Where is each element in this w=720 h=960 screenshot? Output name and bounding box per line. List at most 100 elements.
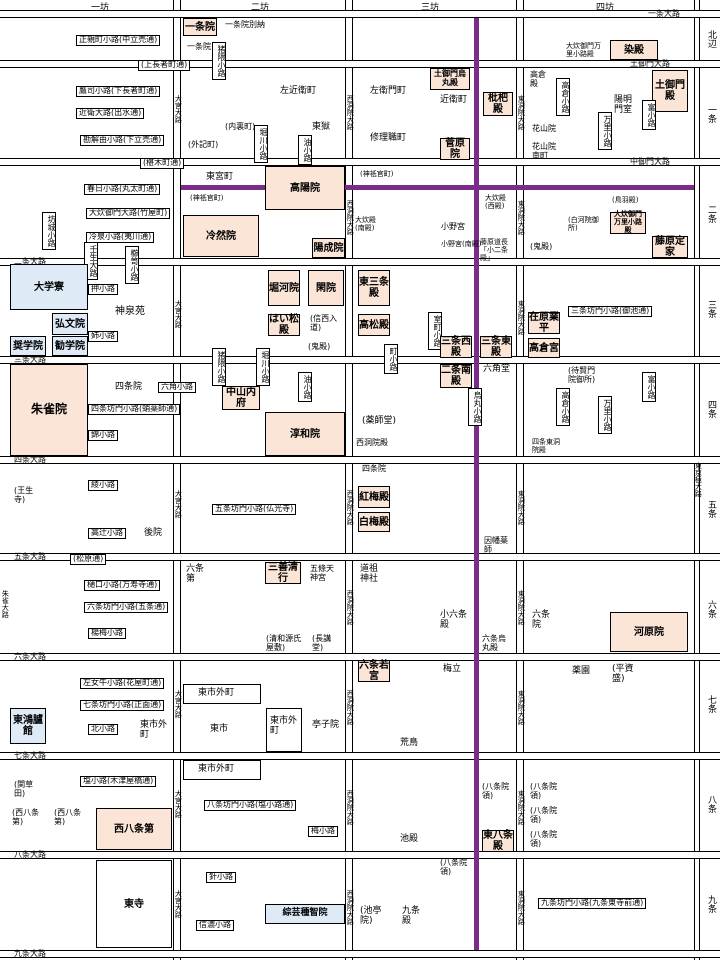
street-takakura-2: 高倉小路 <box>556 388 570 426</box>
palace-rokujo-wakamiya[interactable]: 六条若宮 <box>358 660 390 682</box>
palace-tsuchimikado-dono[interactable]: 土御門殿 <box>652 70 688 112</box>
palace-nishi-hachijo[interactable]: 西八条第 <box>96 808 172 850</box>
label-omiya-3: 大宮大路 <box>174 490 183 518</box>
palace-yozei[interactable]: 陽成院 <box>312 238 345 258</box>
gov-shogakuin[interactable]: 奨学院 <box>10 336 46 356</box>
label-rokujo-karasuma: 六条烏丸殿 <box>482 634 506 653</box>
gojo-avenue <box>0 553 720 561</box>
label-oinomikado: 大炊殿(西殿) <box>485 194 506 211</box>
palace-kayain[interactable]: 高陽院 <box>265 166 345 210</box>
label-dairi: (内裏町) <box>225 122 256 131</box>
street-kushige: 櫛笥小路 <box>125 246 139 284</box>
palace-sanjo-higashi[interactable]: 三条東殿 <box>480 336 512 358</box>
palace-ooimikado[interactable]: 大炊御門万里小路殿 <box>610 211 646 234</box>
palace-reizei[interactable]: 冷然院 <box>183 215 259 257</box>
palace-haikomatsu[interactable]: はい松殿 <box>268 314 300 336</box>
palace-higashi-hachijo[interactable]: 東八条殿 <box>482 830 514 852</box>
palace-kawara[interactable]: 河原院 <box>610 612 688 652</box>
palace-nijo-minami[interactable]: 二条南殿 <box>440 364 472 388</box>
label-gojo: 五条大路 <box>14 552 46 561</box>
label-gaimachi-3: 東市外町 <box>198 764 235 774</box>
palace-fujiwara-sadaie[interactable]: 藤原定家 <box>652 236 688 258</box>
label-hanayama-s: 花山院南町 <box>532 142 556 161</box>
kujo-avenue <box>0 950 720 958</box>
jo-label-1: 一条 <box>706 105 716 123</box>
palace-takamatsu[interactable]: 高松殿 <box>358 314 390 336</box>
jo-label-4: 四条 <box>706 400 716 418</box>
street-inokuma: 猪隈小路 <box>212 42 226 80</box>
bo-header-3: 三坊 <box>420 3 439 13</box>
label-hachijoin-5: (八条院領) <box>440 858 468 877</box>
palace-sanzen[interactable]: 三善清行 <box>265 562 301 584</box>
palace-sugawara[interactable]: 菅原院 <box>440 138 470 160</box>
palace-kanin[interactable]: 堀河院 <box>268 270 300 306</box>
street-hachijo-bomon: 八条坊門小路(塩小路通) <box>204 800 297 811</box>
gov-shugei[interactable]: 綜芸種智院 <box>265 904 345 924</box>
palace-kobai[interactable]: 紅梅殿 <box>358 486 390 508</box>
street-tomi: 富小路 <box>642 100 656 130</box>
street-yamamomo: 楊梅小路 <box>88 628 126 639</box>
label-tsuchimikado: 土御門大路 <box>630 59 670 68</box>
street-oshikoji: 押小路 <box>88 284 118 295</box>
shijo-avenue <box>0 456 720 464</box>
street-shichijo-bomon: 七条坊門小路(正面通) <box>80 700 165 711</box>
higashi-toin-street <box>516 0 524 960</box>
street-kita: 北小路 <box>88 724 118 735</box>
palace-horikawa[interactable]: 閑院 <box>308 270 344 306</box>
street-takakura: 高倉小路 <box>556 78 570 116</box>
palace-higashi-sanjo[interactable]: 東三条殿 <box>358 270 390 306</box>
palace-tsuchimikado-karasuma[interactable]: 土御門烏丸殿 <box>430 68 470 90</box>
palace-takakura[interactable]: 高倉宮 <box>528 338 560 358</box>
label-shijoin-2: 四条院 <box>362 464 386 473</box>
gov-kobunin[interactable]: 弘文院 <box>52 313 88 335</box>
bo-header-4: 四坊 <box>595 3 614 13</box>
block-higashi-gaimachi <box>183 684 261 704</box>
label-omiya-6: 大宮大路 <box>174 890 183 918</box>
palace-sanjo-nishi[interactable]: 三条西殿 <box>440 336 472 358</box>
street-kamichojamachi: (上長者町通) <box>138 60 191 71</box>
label-teishiin: 亭子院 <box>312 720 340 730</box>
tsuchimikado-avenue <box>0 60 720 68</box>
label-onomiya-s: 小野宮(南殿) <box>441 240 482 248</box>
label-nishitoin-3: 西洞院大路 <box>346 490 355 525</box>
label-goin: 後院 <box>144 528 163 538</box>
street-abura-2: 油小路 <box>298 372 312 402</box>
gov-kangakuin[interactable]: 勧学院 <box>52 336 88 356</box>
street-reizei: 冷泉小路(夷川通) <box>86 232 155 243</box>
gov-higashi-korokan[interactable]: 東鴻臚館 <box>10 708 46 744</box>
jo-label-0: 北辺 <box>706 30 716 48</box>
label-nakamikado: 中御門大路 <box>630 157 670 166</box>
street-rokkaku: 六角小路 <box>158 382 196 393</box>
street-muromachi: 室町小路 <box>428 312 442 350</box>
palace-hakubai[interactable]: 白梅殿 <box>358 512 390 532</box>
street-matsubara: (松原通) <box>70 554 107 565</box>
label-heishiki: (平資盛) <box>612 664 634 685</box>
palace-suzaku-in[interactable]: 朱雀院 <box>10 364 88 456</box>
jo-label-3: 三条 <box>706 300 716 318</box>
block-higashi-gaimachi-2 <box>266 708 302 752</box>
gov-daigakuryo[interactable]: 大学寮 <box>10 264 88 310</box>
street-bojo: 坊城小路 <box>42 212 56 250</box>
street-shinano: 信濃小路 <box>196 920 234 931</box>
palace-junna[interactable]: 淳和院 <box>265 412 345 456</box>
palace-zaisho[interactable]: 在原業平 <box>528 312 560 334</box>
label-yakuen: 薬園 <box>572 666 591 676</box>
palace-nakayama[interactable]: 中山内府 <box>222 386 260 410</box>
palace-toji[interactable]: 東寺 <box>96 860 172 948</box>
jo-label-2: 二条 <box>706 205 716 223</box>
label-kujo: 九条大路 <box>14 949 46 958</box>
label-higashi-ichi: 東市 <box>210 724 229 734</box>
label-suzaku: 朱雀大路 <box>1 590 10 618</box>
palace-biwa[interactable]: 枇杷殿 <box>483 92 513 116</box>
label-nishi-toin: 西洞院殿 <box>356 438 388 447</box>
street-konoe: 近衛大路(出水通) <box>76 108 145 119</box>
label-hachijoin-4: (八条院領) <box>530 830 558 849</box>
label-ike: 池殿 <box>400 834 419 844</box>
label-inaba: 因幡薬師 <box>484 536 508 555</box>
street-nishiki: 錦小路 <box>88 430 118 441</box>
label-jingikan-2: (神祇官町) <box>190 194 224 202</box>
bo-header-1: 一坊 <box>90 3 109 13</box>
palace-ichijoin[interactable]: 一条院 <box>183 18 217 36</box>
higashi-kyogoku <box>694 0 700 960</box>
palace-somedono[interactable]: 染殿 <box>610 40 658 60</box>
